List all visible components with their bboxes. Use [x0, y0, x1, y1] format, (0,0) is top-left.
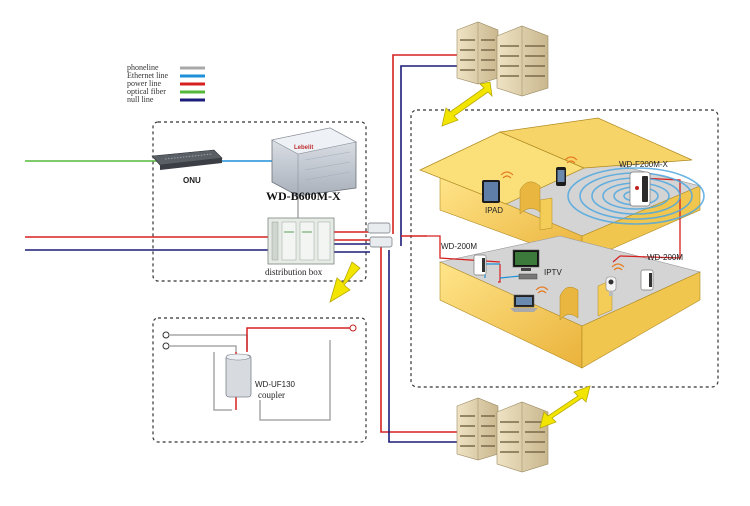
master-brand-label: Lebelit — [294, 145, 313, 151]
legend-label-phoneline: phoneline — [127, 63, 159, 72]
ipad-label: IPAD — [485, 206, 503, 215]
arrow-icon — [539, 385, 591, 429]
coupler-group-box — [152, 317, 367, 443]
inline-couplers — [367, 222, 393, 248]
coupler-icon — [367, 222, 391, 234]
coupler-name-label: coupler — [258, 390, 285, 400]
legend-label-power: power line — [127, 79, 161, 88]
top-buildings — [456, 21, 549, 97]
house-group-box — [410, 109, 719, 388]
master-device: Lebelit WD-B600M-X — [266, 127, 357, 203]
building-icon — [496, 25, 549, 97]
wifi-icon — [564, 156, 578, 164]
roof-right — [498, 117, 693, 169]
plug-adapter-icon — [629, 171, 651, 207]
arrow-icon — [329, 261, 361, 303]
tv-icon — [512, 249, 540, 271]
lower-wall-right — [581, 271, 701, 369]
coupler-detail: WD-UF130 coupler — [162, 324, 357, 421]
legend: phoneline Ethernet line power line optic… — [127, 63, 205, 104]
plug-adapter-icon — [640, 269, 654, 291]
tablet-icon — [482, 180, 500, 203]
coupler-icon — [369, 236, 393, 248]
wifi-icon — [500, 171, 514, 179]
adapter-left-label: WD-200M — [441, 242, 477, 251]
house-cutaway — [419, 117, 701, 369]
up-red-line — [392, 54, 457, 234]
building-icon — [456, 21, 499, 85]
legend-label-null: null line — [127, 95, 154, 104]
down-blue-line — [388, 250, 457, 443]
adapter-right-label: WD-200M — [647, 253, 683, 262]
bottom-buildings — [456, 397, 549, 473]
camera-icon — [605, 276, 617, 296]
cables — [25, 54, 457, 443]
up-blue-line — [400, 65, 457, 246]
coupler-icon — [225, 354, 252, 398]
down-red-line — [380, 238, 457, 433]
iptv-label: IPTV — [544, 268, 562, 277]
distribution-box: distribution box — [265, 217, 335, 277]
phone-icon — [556, 167, 566, 186]
wifi-icon — [611, 263, 625, 271]
onu-label: ONU — [183, 176, 201, 185]
plug-adapter-icon — [473, 254, 487, 276]
wifi-icon — [567, 167, 705, 225]
coupler-model-label: WD-UF130 — [255, 380, 296, 389]
building-icon — [496, 401, 549, 473]
headend-group-box — [152, 121, 367, 282]
legend-label-ethernet: Ethernet line — [127, 71, 169, 80]
wifi-icon — [535, 286, 549, 294]
laptop-icon — [510, 294, 538, 312]
wifi-adapter-label: WD-F200M-X — [619, 160, 669, 169]
onu-device: ONU — [151, 149, 223, 185]
legend-label-fiber: optical fiber — [127, 87, 166, 96]
arrow-icon — [441, 81, 493, 127]
settop-box — [518, 273, 538, 280]
building-icon — [456, 397, 499, 461]
master-label: WD-B600M-X — [266, 189, 341, 203]
distribution-box-label: distribution box — [265, 267, 323, 277]
